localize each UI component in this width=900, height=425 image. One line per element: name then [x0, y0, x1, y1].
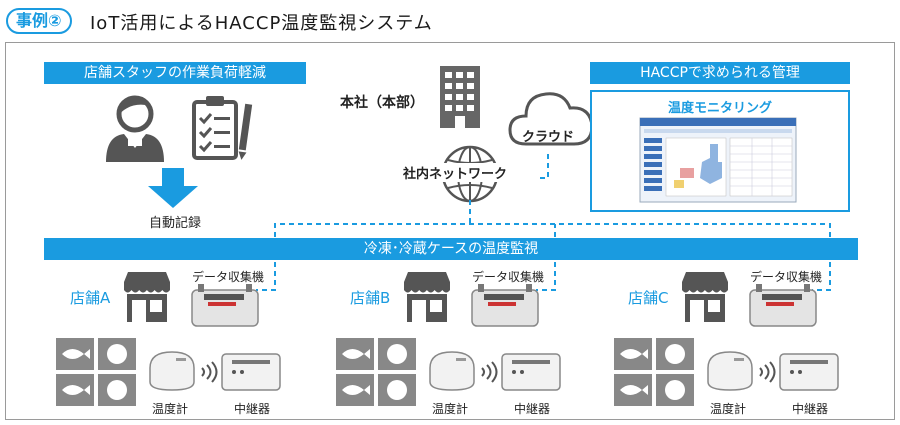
data-collector-icon — [470, 284, 540, 334]
data-collector-icon — [190, 284, 260, 334]
wireless-signal-icon — [758, 361, 776, 386]
cloud-label: クラウド — [522, 130, 575, 145]
sensor-label: 温度計 — [152, 402, 189, 416]
staff-person-icon — [106, 95, 164, 162]
relay-device-icon — [500, 348, 562, 398]
relay-device-icon — [220, 348, 282, 398]
relay-label: 中継器 — [234, 402, 271, 416]
data-collector-icon — [748, 284, 818, 334]
collector-label: データ収集機 — [192, 270, 265, 284]
wireless-signal-icon — [480, 361, 498, 386]
thermometer-sensor-icon — [704, 348, 756, 398]
dashboard-screenshot-icon — [639, 117, 797, 203]
haccp-banner: HACCPで求められる管理 — [590, 62, 850, 84]
store-shop-icon — [682, 272, 728, 326]
sensor-label: 温度計 — [710, 402, 747, 416]
hq-label: 本社（本部） — [340, 95, 424, 111]
relay-label: 中継器 — [514, 402, 551, 416]
thermometer-sensor-icon — [426, 348, 478, 398]
refrigerated-case-icon — [336, 338, 416, 412]
refrigerated-case-icon — [614, 338, 694, 412]
staff-banner: 店舗スタッフの作業負荷軽減 — [44, 62, 306, 84]
relay-device-icon — [778, 348, 840, 398]
monitoring-title: 温度モニタリング — [667, 101, 772, 116]
store-name: 店舗A — [70, 289, 111, 307]
wireless-signal-icon — [200, 361, 218, 386]
thermometer-sensor-icon — [146, 348, 198, 398]
down-arrow-icon — [148, 168, 198, 208]
relay-label: 中継器 — [792, 402, 829, 416]
diagram-frame — [5, 42, 895, 420]
collector-label: データ収集機 — [750, 270, 823, 284]
checklist-icon — [192, 96, 253, 160]
store-name: 店舗C — [628, 289, 669, 307]
collector-label: データ収集機 — [472, 270, 545, 284]
page-title: IoT活用によるHACCP温度監視システム — [90, 13, 433, 34]
monitoring-banner: 冷凍･冷蔵ケースの温度監視 — [44, 238, 858, 260]
case-badge: 事例② — [6, 8, 72, 34]
auto-record-label: 自動記録 — [148, 216, 201, 231]
sensor-label: 温度計 — [432, 402, 469, 416]
office-building-icon — [440, 66, 480, 128]
store-shop-icon — [124, 272, 170, 326]
store-shop-icon — [404, 272, 450, 326]
store-name: 店舗B — [350, 289, 391, 307]
network-label: 社内ネットワーク — [400, 163, 511, 182]
refrigerated-case-icon — [56, 338, 136, 412]
